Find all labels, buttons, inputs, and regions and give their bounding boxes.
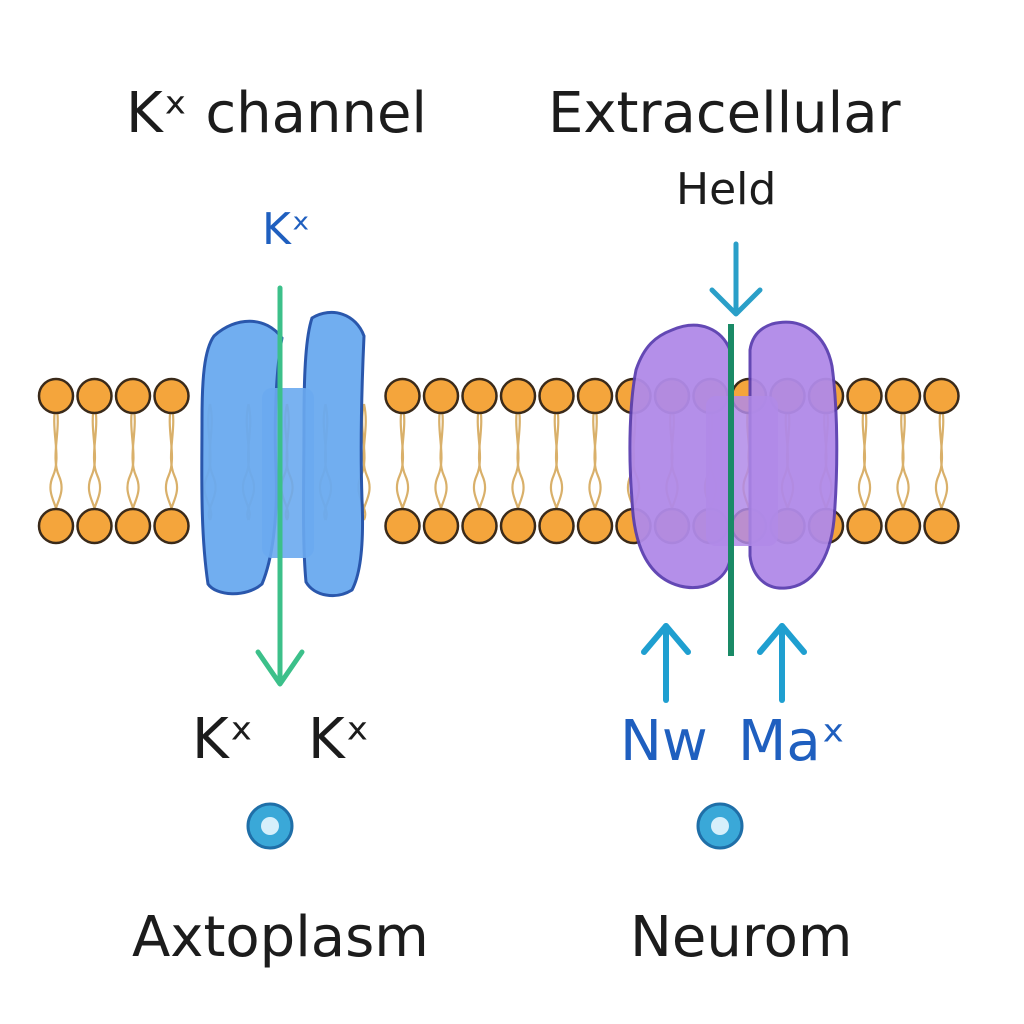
phospholipid-head <box>499 377 537 415</box>
lipid-tail <box>549 403 559 521</box>
phospholipid-head <box>538 377 575 415</box>
lipid-tail <box>438 403 448 521</box>
lipid-tail <box>361 403 371 521</box>
held-label: Held <box>676 164 777 215</box>
k-channel-title: Kˣ channel <box>126 81 427 146</box>
phospholipid-head <box>846 507 883 545</box>
na-ion-dot <box>696 802 744 850</box>
lipid-tail <box>900 403 910 521</box>
phospholipid-head <box>846 377 883 415</box>
phospholipid-head <box>114 377 152 415</box>
phospholipid-head <box>884 377 922 415</box>
k-channel <box>200 310 366 598</box>
lipid-tail <box>472 403 482 521</box>
lipid-tail <box>515 403 525 521</box>
phospholipid-head <box>538 507 575 545</box>
phospholipid-head <box>384 507 421 545</box>
k-efflux-arrow <box>255 285 305 687</box>
ma-up-arrow <box>757 623 807 703</box>
neurom-label: Neurom <box>630 905 853 970</box>
lipid-tail <box>592 403 602 521</box>
na-channel-pore <box>706 396 778 546</box>
k-ion-dot <box>246 802 294 850</box>
phospholipid-head <box>422 377 460 415</box>
axtoplasm-label: Axtoplasm <box>132 905 429 970</box>
held-down-arrow <box>709 241 763 317</box>
phospholipid-head <box>384 377 421 415</box>
phospholipid-head <box>576 377 614 415</box>
phospholipid-head <box>153 507 190 545</box>
lipid-tail <box>395 403 405 521</box>
phospholipid-head <box>461 507 498 545</box>
na-channel <box>628 320 839 590</box>
lipid-tail <box>857 403 867 521</box>
k-ion-top-label: Kˣ <box>262 204 311 255</box>
phospholipid-head <box>923 377 960 415</box>
nw-up-arrow <box>641 623 691 703</box>
phospholipid-head <box>114 507 152 545</box>
phospholipid-head <box>884 507 922 545</box>
phospholipid-head <box>461 377 498 415</box>
k-ion-left-label: Kˣ <box>192 707 254 772</box>
phospholipid-head <box>923 507 960 545</box>
phospholipid-head <box>37 377 75 415</box>
phospholipid-head <box>153 377 190 415</box>
nw-label: Nw <box>620 709 708 774</box>
k-ion-right-label: Kˣ <box>308 707 370 772</box>
phospholipid-head <box>76 507 113 545</box>
phospholipid-head <box>499 507 537 545</box>
k-channel-pore <box>262 388 314 558</box>
lipid-tail <box>164 403 174 521</box>
lipid-tail <box>934 403 944 521</box>
phospholipid-head <box>76 377 113 415</box>
lipid-tail <box>53 403 63 521</box>
lipid-tail <box>130 403 140 521</box>
ma-label: Maˣ <box>738 709 846 774</box>
lipid-tail <box>87 403 97 521</box>
extracellular-label: Extracellular <box>548 81 901 146</box>
phospholipid-head <box>37 507 75 545</box>
phospholipid-head <box>576 507 614 545</box>
phospholipid-head <box>422 507 460 545</box>
